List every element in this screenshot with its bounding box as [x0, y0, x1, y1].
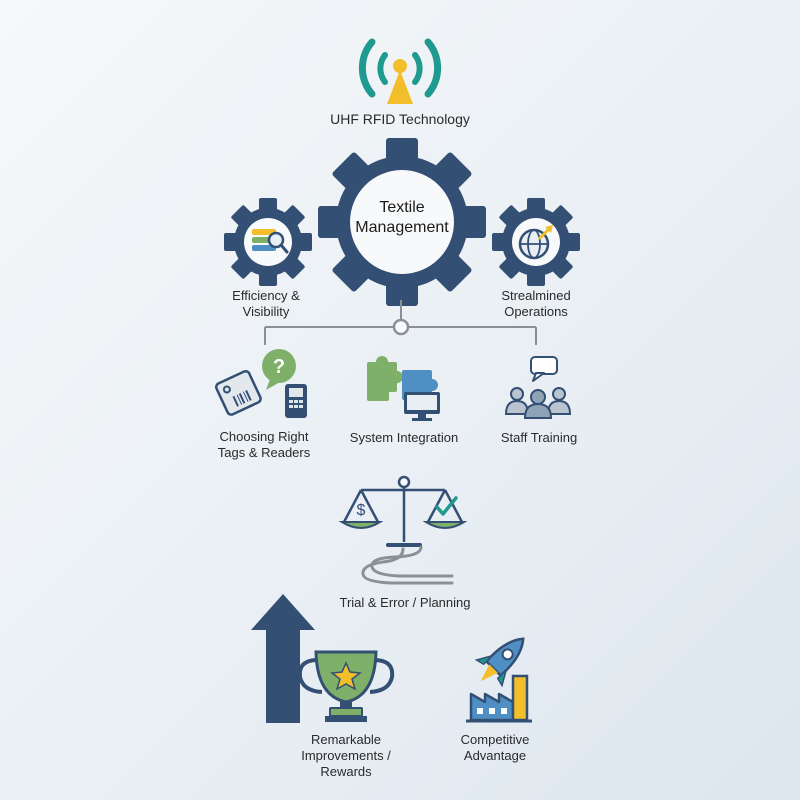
- advantage-line2: Advantage: [463, 748, 527, 763]
- streamlined-operations-label: Strealmined Operations: [476, 288, 596, 320]
- central-gear: [318, 138, 486, 306]
- operations-gear: [492, 198, 580, 286]
- efficiency-gear: [224, 198, 312, 286]
- connector-node: [392, 318, 410, 336]
- globe-arrow-icon: [518, 225, 553, 260]
- database-search-icon: [252, 229, 289, 254]
- choosing-line2: Tags & Readers: [217, 445, 311, 460]
- trophy-star-icon: [297, 650, 395, 722]
- central-gear-title: Textile Management: [338, 198, 466, 238]
- svg-text:?: ?: [273, 356, 285, 378]
- dollar-sign-icon: $: [357, 502, 366, 519]
- tag-reader-question-icon: ?: [214, 349, 307, 418]
- staff-training-label: Staff Training: [500, 430, 578, 445]
- rocket-factory-icon: [466, 637, 532, 723]
- competitive-advantage-label: Competitive Advantage: [440, 732, 550, 764]
- improvements-line3: Rewards: [320, 764, 372, 779]
- efficiency-line1: Efficiency &: [232, 288, 300, 303]
- efficiency-line2: Visibility: [242, 304, 290, 319]
- trial-planning-label: Trial & Error / Planning: [339, 595, 471, 610]
- up-arrow-icon: [251, 594, 315, 723]
- improvements-line2: Improvements /: [301, 748, 391, 763]
- remarkable-improvements-label: Remarkable Improvements / Rewards: [286, 732, 406, 780]
- balance-scale-icon: [338, 475, 468, 585]
- central-title-line2: Management: [355, 219, 449, 236]
- rfid-technology-label: UHF RFID Technology: [330, 111, 470, 127]
- operations-line2: Operations: [504, 304, 568, 319]
- improvements-line1: Remarkable: [310, 732, 382, 747]
- advantage-line1: Competitive: [460, 732, 530, 747]
- central-title-line1: Textile: [379, 199, 425, 216]
- operations-line1: Strealmined: [501, 288, 571, 303]
- choosing-line1: Choosing Right: [219, 429, 309, 444]
- choosing-tags-label: Choosing Right Tags & Readers: [196, 429, 332, 461]
- team-chat-icon: [504, 356, 572, 419]
- system-integration-label: System Integration: [349, 430, 459, 445]
- puzzle-monitor-icon: [367, 356, 440, 421]
- rfid-antenna-icon: [358, 38, 442, 104]
- efficiency-visibility-label: Efficiency & Visibility: [206, 288, 326, 320]
